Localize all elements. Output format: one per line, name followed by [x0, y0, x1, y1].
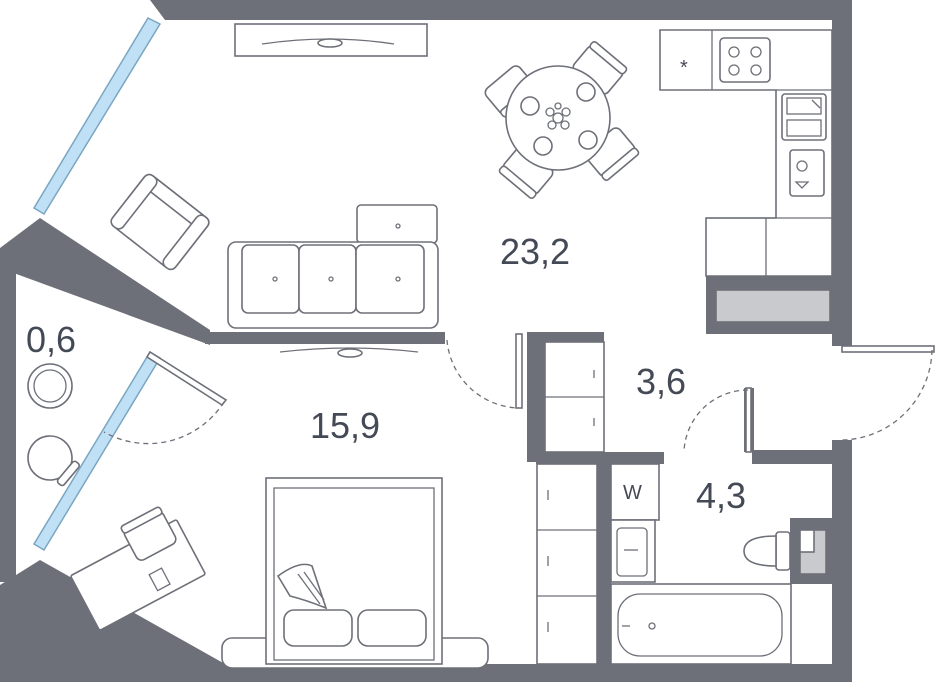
- toilet-icon: [743, 531, 791, 571]
- wall-hall-top: [527, 332, 604, 342]
- armchair-living: [110, 173, 210, 271]
- bathroom-sink-icon: [610, 519, 656, 583]
- living-door-leaf: [515, 333, 523, 409]
- chair-top-right: [572, 40, 628, 95]
- bathroom-door-swing: [683, 389, 749, 453]
- washer-label: W: [623, 482, 642, 504]
- wall-bottom: [0, 560, 852, 682]
- bedroom-door-leaf: [145, 350, 228, 407]
- wall-bath-left: [597, 452, 611, 664]
- bedroom-door-swing: [103, 401, 225, 445]
- tv-stand-living: [234, 23, 428, 57]
- bathtub-icon: [610, 583, 792, 665]
- entrance-door-leaf: [841, 345, 935, 353]
- bedroom-wardrobe: [536, 463, 598, 665]
- area-hall: 3,6: [636, 361, 686, 402]
- bathroom-door-leaf: [745, 387, 752, 453]
- wall-right-upper: [832, 30, 852, 346]
- wall-living-bedroom: [205, 332, 445, 344]
- dining-table: [484, 40, 640, 200]
- doors: [103, 333, 935, 453]
- cooktop-icon: [719, 37, 771, 83]
- wall-right-lower: [832, 440, 852, 682]
- area-bedroom: 15,9: [310, 405, 380, 446]
- living-door-swing: [446, 339, 520, 409]
- entrance-door-swing: [841, 349, 933, 441]
- fridge-icon: *: [680, 57, 688, 79]
- kitchen-counter: *: [659, 29, 833, 277]
- hall-closet: [544, 341, 605, 453]
- shaft: [799, 529, 827, 575]
- area-bathroom: 4,3: [696, 475, 746, 516]
- oven-icon: [789, 149, 825, 197]
- flower-vase-icon: [545, 102, 571, 130]
- bed: [221, 477, 489, 669]
- balcony-chair: [27, 435, 81, 487]
- kitchen-sink-icon: [781, 93, 827, 141]
- kitchen-niche-insert: [715, 289, 831, 323]
- window-living: [32, 17, 162, 216]
- area-living-kitchen: 23,2: [500, 231, 570, 272]
- wall-top: [150, 0, 852, 34]
- washing-machine: W: [610, 463, 660, 521]
- desk: [70, 519, 206, 631]
- wall-left-diagonal: [0, 218, 210, 345]
- area-balcony: 0,6: [26, 319, 76, 360]
- tv-bedroom: [279, 347, 419, 358]
- sofa: [227, 204, 439, 329]
- desk-chair: [120, 506, 177, 561]
- balcony-seat-top: [27, 363, 73, 409]
- wall-bath-top: [752, 450, 838, 464]
- wall-hall-left: [527, 332, 545, 462]
- wall-left-far: [0, 262, 16, 582]
